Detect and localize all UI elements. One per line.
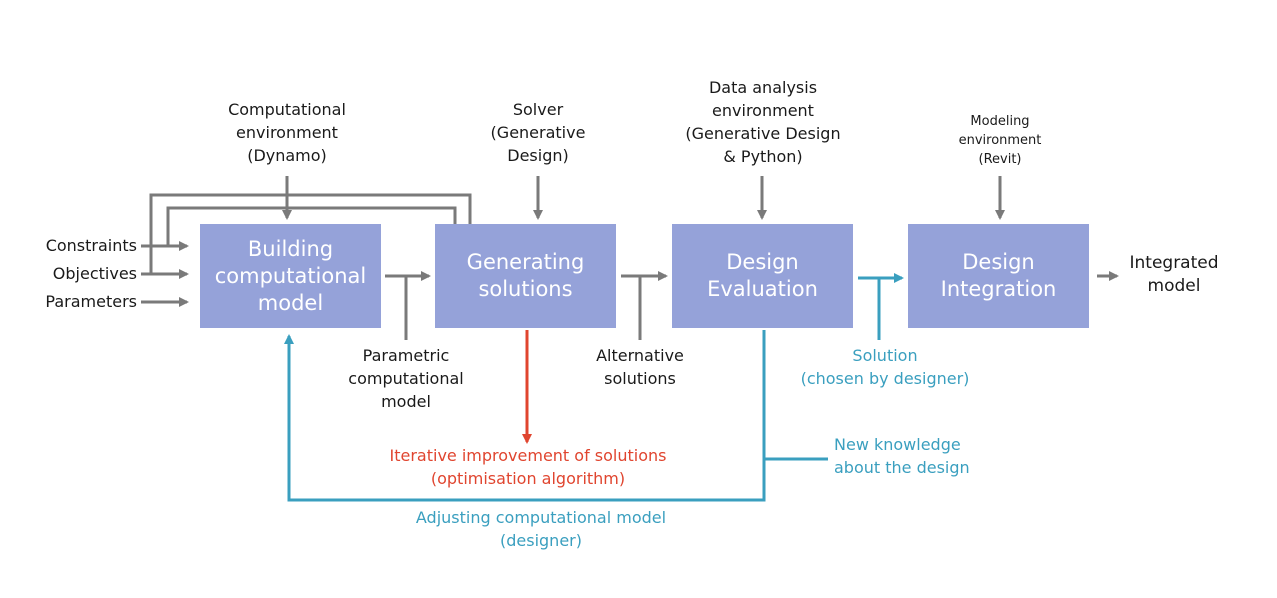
computational-environment-label: Computational environment (Dynamo) bbox=[228, 100, 346, 165]
objectives-label: Objectives bbox=[52, 264, 137, 283]
constraints-label: Constraints bbox=[45, 236, 137, 255]
solver-label: Solver (Generative Design) bbox=[490, 100, 586, 165]
iterative-improvement-label: Iterative improvement of solutions (opti… bbox=[389, 446, 667, 488]
modeling-environment-label: Modeling environment (Revit) bbox=[958, 114, 1042, 167]
parameters-label: Parameters bbox=[45, 292, 137, 311]
building-computational-model-box: Building computational model bbox=[200, 224, 381, 328]
data-analysis-environment-label: Data analysis environment (Generative De… bbox=[685, 78, 841, 166]
integrated-model-label: Integrated model bbox=[1129, 253, 1219, 296]
adjusting-model-label: Adjusting computational model (designer) bbox=[415, 508, 667, 550]
adjusting-feedback-loop bbox=[284, 330, 766, 502]
generating-loop-outer bbox=[149, 193, 472, 274]
design-evaluation-box: Design Evaluation bbox=[672, 224, 853, 328]
alternative-solutions-label: Alternative solutions bbox=[596, 346, 684, 388]
parametric-model-label: Parametric computational model bbox=[348, 346, 464, 411]
generating-solutions-box: Generating solutions bbox=[435, 224, 616, 328]
generating-loop-inner bbox=[166, 206, 457, 246]
chosen-solution-label: Solution (chosen by designer) bbox=[800, 346, 970, 388]
design-integration-box: Design Integration bbox=[908, 224, 1089, 328]
new-knowledge-label: New knowledge about the design bbox=[834, 435, 970, 477]
